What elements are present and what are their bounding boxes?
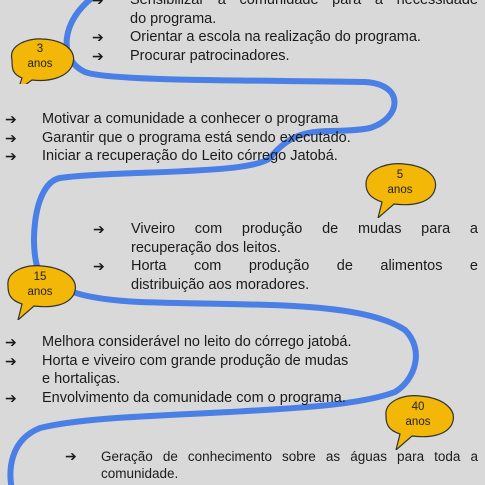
- list-item: ➔ Geração de conhecimento sobre as águas …: [65, 448, 478, 482]
- milestone-list-40-years: ➔ Geração de conhecimento sobre as águas …: [65, 448, 478, 482]
- timeline-bubble-15-years: 15 anos: [0, 262, 80, 322]
- arrow-right-icon: ➔: [5, 389, 17, 406]
- bubble-number: 5: [396, 169, 404, 181]
- list-item: ➔ Horta com produção de alimentos e distri…: [93, 257, 478, 294]
- item-text: Sensibilizar a comunidade para a necessi…: [130, 0, 478, 8]
- item-text: Iniciar a recuperação do Leito córrego J…: [42, 148, 338, 164]
- item-text: Envolvimento da comunidade com o program…: [42, 389, 346, 406]
- timeline-bubble-40-years: 40 anos: [378, 392, 458, 452]
- list-item: ➔ Orientar a escola na realização do prog…: [92, 28, 478, 47]
- item-text: Garantir que o programa está sendo execu…: [42, 129, 351, 146]
- arrow-right-icon: ➔: [5, 111, 17, 127]
- item-text-continued: do programa.: [130, 10, 217, 27]
- arrow-right-icon: ➔: [93, 221, 105, 237]
- arrow-right-icon: ➔: [92, 47, 104, 64]
- arrow-right-icon: ➔: [92, 0, 104, 8]
- item-text-continued: distribuição aos moradores.: [131, 276, 310, 293]
- milestone-list-5-years: ➔ Viveiro com produção de mudas para a rec…: [93, 220, 478, 294]
- item-text-continued: recuperação dos leitos.: [131, 239, 281, 256]
- list-item: ➔ Iniciar a recuperação do Leito córrego …: [5, 147, 385, 166]
- list-item: ➔ Envolvimento da comunidade com o progra…: [5, 389, 390, 408]
- item-text: Viveiro com produção de mudas para a: [131, 221, 478, 237]
- milestone-list-3-years: ➔ Sensibilizar a comunidade para a necess…: [92, 0, 478, 65]
- bubble-number: 15: [33, 271, 47, 283]
- list-item: ➔ Procurar patrocinadores.: [92, 47, 478, 66]
- item-text: Motivar a comunidade a conhecer o progra…: [42, 111, 339, 127]
- list-item: ➔ Sensibilizar a comunidade para a necess…: [92, 0, 478, 28]
- item-text: Horta e viveiro com grande produção de m…: [42, 352, 349, 369]
- milestone-list-3-to-5-years: ➔ Motivar a comunidade a conhecer o progr…: [5, 110, 385, 166]
- item-text: Procurar patrocinadores.: [130, 47, 290, 64]
- arrow-right-icon: ➔: [5, 148, 17, 164]
- list-item: ➔ Melhora considerável no leito do córreg…: [5, 333, 390, 352]
- arrow-right-icon: ➔: [92, 29, 104, 45]
- list-item: ➔ Motivar a comunidade a conhecer o progr…: [5, 110, 385, 129]
- item-text-continued: e hortaliças.: [42, 371, 121, 387]
- list-item: ➔ Viveiro com produção de mudas para a rec…: [93, 220, 478, 257]
- timeline-bubble-5-years: 5 anos: [360, 160, 440, 220]
- arrow-right-icon: ➔: [5, 129, 17, 146]
- arrow-right-icon: ➔: [93, 258, 105, 274]
- bubble-unit: anos: [27, 58, 53, 70]
- bubble-unit: anos: [405, 416, 431, 428]
- bubble-number: 40: [411, 401, 425, 413]
- list-item: ➔ Garantir que o programa está sendo exec…: [5, 129, 385, 148]
- item-text: Geração de conhecimento sobre as águas p…: [101, 449, 478, 464]
- bubble-unit: anos: [387, 184, 413, 196]
- item-text-continued: comunidade.: [101, 466, 179, 481]
- bubble-unit: anos: [27, 286, 53, 298]
- arrow-right-icon: ➔: [5, 352, 17, 369]
- milestone-list-15-years: ➔ Melhora considerável no leito do córreg…: [5, 333, 390, 407]
- item-text: Horta com produção de alimentos e: [131, 258, 478, 274]
- bubble-number: 3: [36, 43, 44, 55]
- arrow-right-icon: ➔: [65, 448, 77, 464]
- list-item: ➔ Horta e viveiro com grande produção de …: [5, 352, 390, 389]
- timeline-bubble-3-years: 3 anos: [0, 34, 80, 92]
- item-text: Orientar a escola na realização do progr…: [130, 29, 421, 45]
- item-text: Melhora considerável no leito do córrego…: [42, 334, 352, 350]
- arrow-right-icon: ➔: [5, 334, 17, 350]
